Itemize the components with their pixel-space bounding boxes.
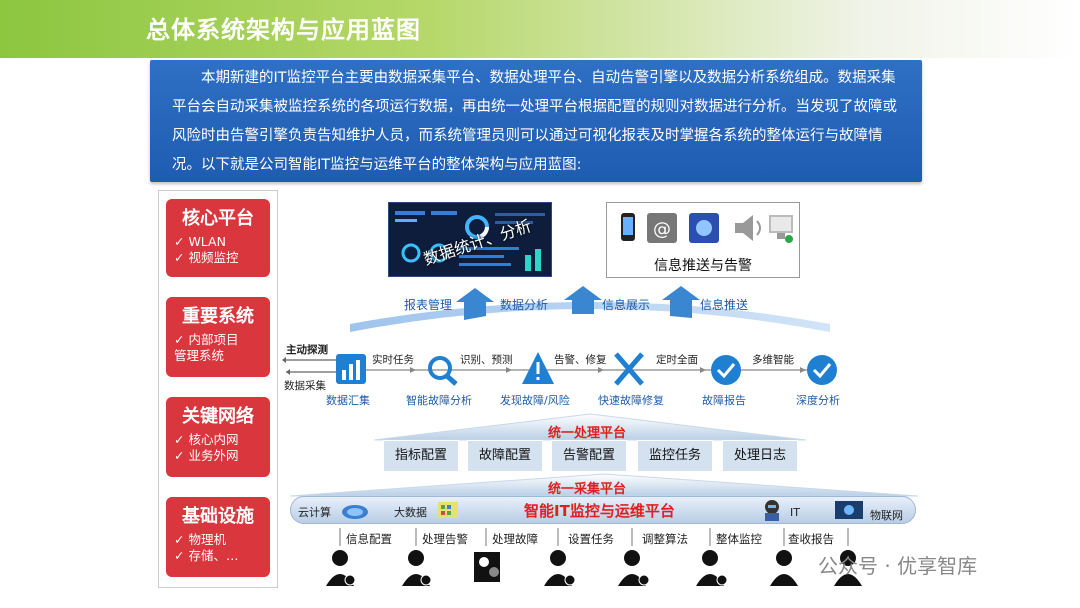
up-label-analysis: 数据分析 [500,298,549,312]
left-box-item: ✓ 内部项目 [174,332,239,347]
label-active-probe: 主动探测 [286,344,328,356]
page-title: 总体系统架构与应用蓝图 [146,16,421,44]
check-analysis-node-icon [807,355,837,385]
platform-bar [290,496,916,524]
tools-node-icon [614,352,644,386]
curved-arrow-band [350,286,830,332]
left-box-item: 管理系统 [174,348,225,363]
left-box-item: ✓ 业务外网 [174,448,239,463]
person-monitor-icon [696,550,728,586]
config-item-metric: 指标配置 [383,440,459,472]
edge-label-identify: 识别、预测 [460,354,513,366]
node-label-smart-analysis: 智能故障分析 [406,394,472,407]
magnifier-node-icon [428,356,458,386]
left-box-item: ✓ 物理机 [174,532,226,547]
flow-line [336,352,837,386]
warning-node-icon [522,352,554,384]
bar-label-it: IT [790,506,800,519]
people-label-report: 查收报告 [788,532,834,546]
person-task-icon [544,550,576,586]
left-box-item: ✓ 视频监控 [174,250,239,265]
bar-label-bigdata: 大数据 [394,506,427,519]
edge-label-scheduled: 定时全面 [656,354,698,366]
robot-icon [765,500,779,521]
intro-paragraph: 本期新建的IT监控平台主要由数据采集平台、数据处理平台、自动告警引擎以及数据分析… [150,60,922,182]
left-box-important: 重要系统 ✓ 内部项目 管理系统 [166,297,270,377]
left-box-item: ✓ 核心内网 [174,432,239,447]
config-item-alarm: 告警配置 [551,440,627,472]
people-label-algorithm: 调整算法 [642,532,688,546]
config-item-task: 监控任务 [637,440,713,472]
bar-label-iot: 物联网 [870,509,903,522]
edge-label-realtime: 实时任务 [372,354,414,366]
speaker-icon [735,215,761,241]
left-box-item: ✓ WLAN [174,234,226,249]
node-label-deep-analysis: 深度分析 [796,394,840,407]
edge-label-multidim: 多维智能 [752,354,794,366]
cloud-icon [342,505,368,519]
check-report-node-icon [711,355,741,385]
monitor-icon [769,215,793,243]
info-push-box: @ 信息推送与告警 [606,202,800,278]
people-label-task: 设置任务 [568,532,614,546]
label-data-collect: 数据采集 [284,380,326,392]
node-label-gather: 数据汇集 [326,394,370,407]
left-box-core: 核心平台 ✓ WLAN ✓ 视频监控 [166,199,270,277]
people-label-alarm: 处理告警 [422,532,468,546]
person-alarm-icon [402,550,432,586]
person-fault-icon [474,552,500,582]
left-box-network: 关键网络 ✓ 核心内网 ✓ 业务外网 [166,397,270,477]
info-box-label: 信息推送与告警 [654,258,752,274]
processing-title: 统一处理平台 [548,426,627,441]
bar-label-cloud: 云计算 [298,506,331,519]
title-bar: 总体系统架构与应用蓝图 [0,0,1080,58]
chart-node-icon [336,354,366,384]
node-label-report: 故障报告 [702,394,746,407]
people-label-config: 信息配置 [346,532,392,546]
config-item-fault: 故障配置 [467,440,543,472]
app-icon [689,213,719,243]
dashboard-screenshot: 数据统计、分析 [388,202,552,277]
bar-main-title: 智能IT监控与运维平台 [524,502,675,520]
person-config-icon [326,550,356,586]
person-report-icon [834,550,862,586]
node-label-repair: 快速故障修复 [598,394,664,407]
people-row [326,528,862,586]
left-box-title: 基础设施 [182,506,254,527]
left-box-title: 关键网络 [182,406,254,427]
people-label-monitor: 整体监控 [716,532,762,546]
left-box-title: 重要系统 [182,306,254,327]
watermark: 公众号 · 优享智库 [818,554,978,578]
left-box-item: ✓ 存储、… [174,548,239,563]
config-item-log: 处理日志 [722,440,798,472]
left-box-infra: 基础设施 ✓ 物理机 ✓ 存储、… [166,497,270,577]
edge-label-alarm: 告警、修复 [554,354,607,366]
people-label-fault: 处理故障 [492,532,538,546]
collection-title: 统一采集平台 [548,482,627,497]
left-box-title: 核心平台 [182,208,254,229]
device-icons: @ [621,213,793,243]
svg-text:@: @ [653,219,671,240]
left-system-column: 核心平台 ✓ WLAN ✓ 视频监控 重要系统 ✓ 内部项目 管理系统 关键网络… [158,190,278,588]
up-label-display: 信息展示 [602,298,651,312]
iot-icon [835,501,863,519]
bigdata-icon [438,502,458,518]
phone-icon [621,213,635,241]
up-label-report: 报表管理 [404,298,453,312]
up-label-push: 信息推送 [700,298,749,312]
person-algorithm-icon [618,550,650,586]
email-icon: @ [647,213,677,243]
person-business-icon [770,550,798,586]
node-label-find-fault: 发现故障/风险 [500,394,570,407]
dashboard-graphic [395,211,545,271]
